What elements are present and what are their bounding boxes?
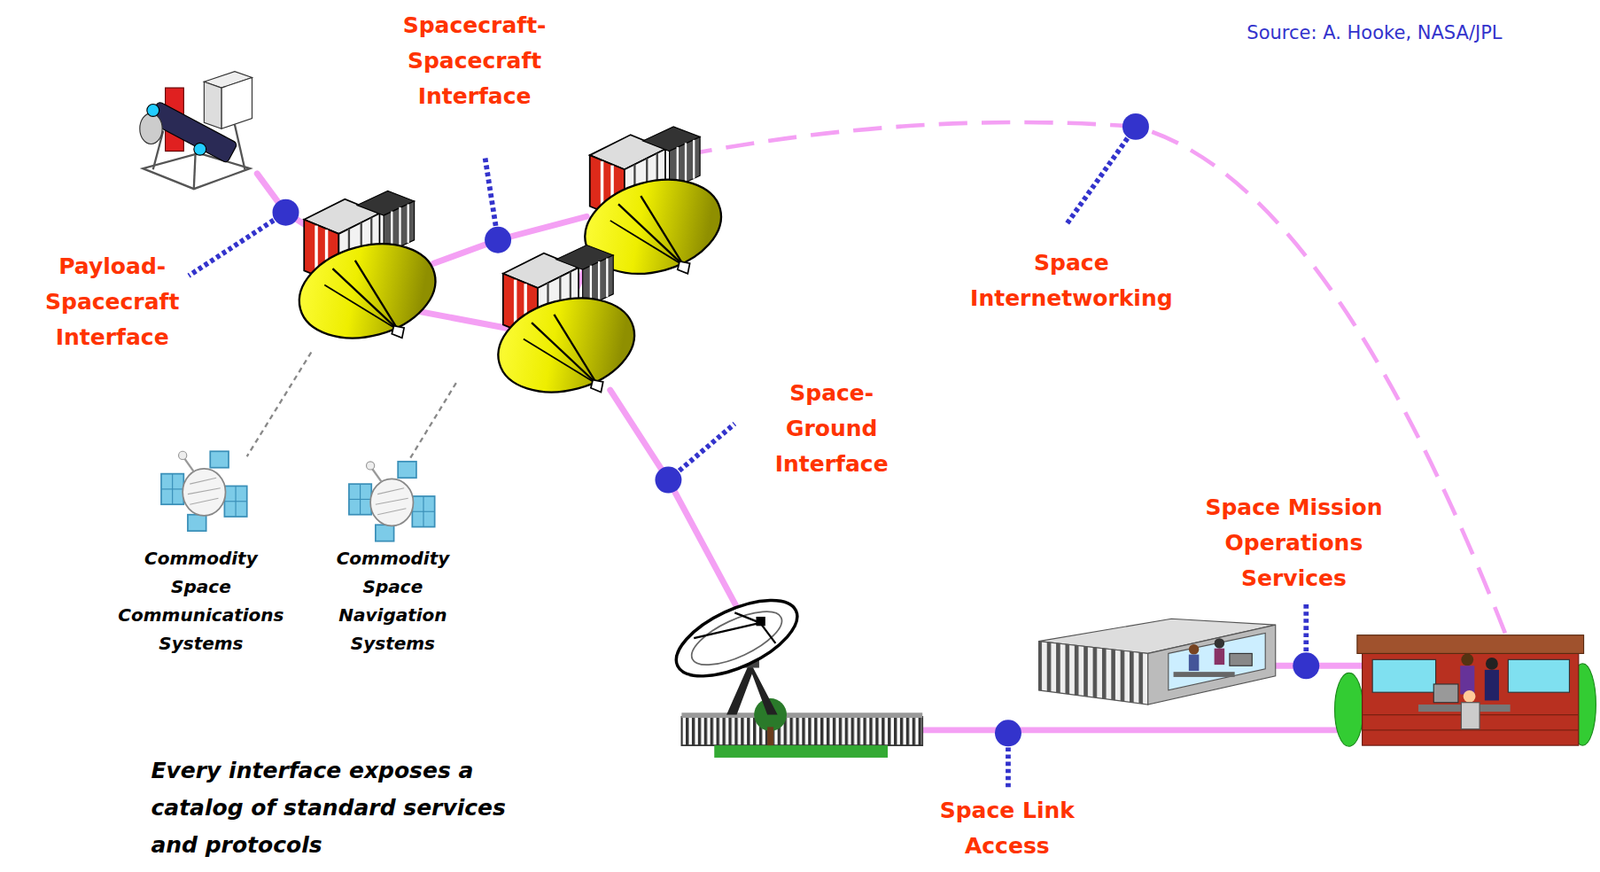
interface-leaders-part — [1066, 126, 1136, 226]
interface-label: Spacecraft- Spacecraft Interface — [368, 7, 582, 115]
commodity-links-part — [247, 352, 312, 458]
control-room-part — [1460, 665, 1475, 694]
control-room-part — [1460, 652, 1474, 666]
control-room-part — [1463, 690, 1476, 703]
ground-station-part — [681, 712, 923, 718]
interface-dots-part — [994, 719, 1022, 746]
internetworking-arc — [683, 122, 1506, 633]
ground-station-part — [681, 716, 923, 746]
ground-station-part — [693, 622, 761, 638]
system-label: Commodity Space Navigation Systems — [336, 543, 451, 658]
ground-station-part — [665, 584, 808, 692]
operations-building-part — [1168, 632, 1266, 691]
ground-station — [665, 584, 923, 758]
link-lines — [256, 173, 1373, 731]
control-room-part — [1460, 702, 1480, 730]
operations-building-part — [1214, 637, 1226, 649]
interface-dots-part — [272, 199, 300, 226]
link-lines-part — [610, 389, 740, 613]
source-note: Source: A. Hooke, NASA/JPL — [1246, 21, 1502, 45]
control-room — [1335, 635, 1597, 747]
operations-building-part — [1188, 644, 1200, 655]
control-room-part — [1357, 635, 1585, 654]
ground-station-part — [755, 616, 765, 626]
payload-instrument — [139, 71, 253, 190]
payload-instrument-part — [221, 77, 253, 130]
interface-label: Space Link Access — [918, 792, 1096, 864]
interface-dots — [272, 113, 1321, 746]
operations-building-part — [1214, 648, 1226, 665]
payload-instrument-part — [147, 104, 160, 117]
control-room-part — [1484, 669, 1500, 701]
note-text: Every interface exposes a catalog of sta… — [150, 752, 532, 864]
control-room-part — [1335, 672, 1364, 746]
commodity-satellite — [349, 461, 435, 542]
interface-leaders — [188, 126, 1306, 789]
control-room-part — [1362, 729, 1579, 731]
spacecraft — [487, 245, 645, 407]
interface-dots-part — [1122, 113, 1150, 140]
interface-label: Space Mission Operations Services — [1191, 489, 1396, 597]
control-room-part — [1507, 659, 1569, 692]
control-room-part — [1372, 659, 1436, 692]
payload-instrument-part — [142, 153, 250, 189]
commodity-links-part — [404, 382, 457, 467]
control-room-part — [1485, 657, 1499, 670]
interface-label: Space Internetworking — [947, 245, 1196, 317]
payload-instrument-part — [203, 81, 222, 129]
interface-dots-part — [1292, 652, 1320, 679]
link-lines-part — [923, 726, 1339, 733]
commodity-satellite — [161, 450, 248, 531]
payload-instrument-part — [194, 142, 207, 156]
operations-building-part — [1148, 624, 1276, 705]
operations-building-part — [1229, 652, 1252, 666]
ground-station-part — [684, 600, 790, 676]
operations-building-part — [1188, 654, 1200, 671]
interface-label: Payload- Spacecraft Interface — [6, 248, 219, 356]
link-lines-part — [408, 309, 511, 329]
interface-dots-part — [484, 226, 512, 254]
spacecraft — [288, 190, 447, 352]
control-room-part — [1433, 683, 1459, 703]
interface-label: Space- Ground Interface — [753, 375, 909, 482]
link-lines-part — [1270, 662, 1373, 669]
interface-dots-part — [654, 466, 682, 494]
payload-instrument-part — [139, 113, 163, 145]
operations-building — [1039, 618, 1276, 705]
ground-station-part — [767, 726, 774, 746]
control-room-part — [1362, 651, 1579, 746]
commodity-links — [247, 352, 457, 467]
interface-leaders-part — [188, 212, 286, 276]
ground-station-part — [714, 745, 888, 758]
operations-building-part — [1173, 671, 1235, 677]
operations-building-part — [1039, 641, 1149, 705]
system-label: Commodity Space Communications Systems — [117, 543, 284, 658]
